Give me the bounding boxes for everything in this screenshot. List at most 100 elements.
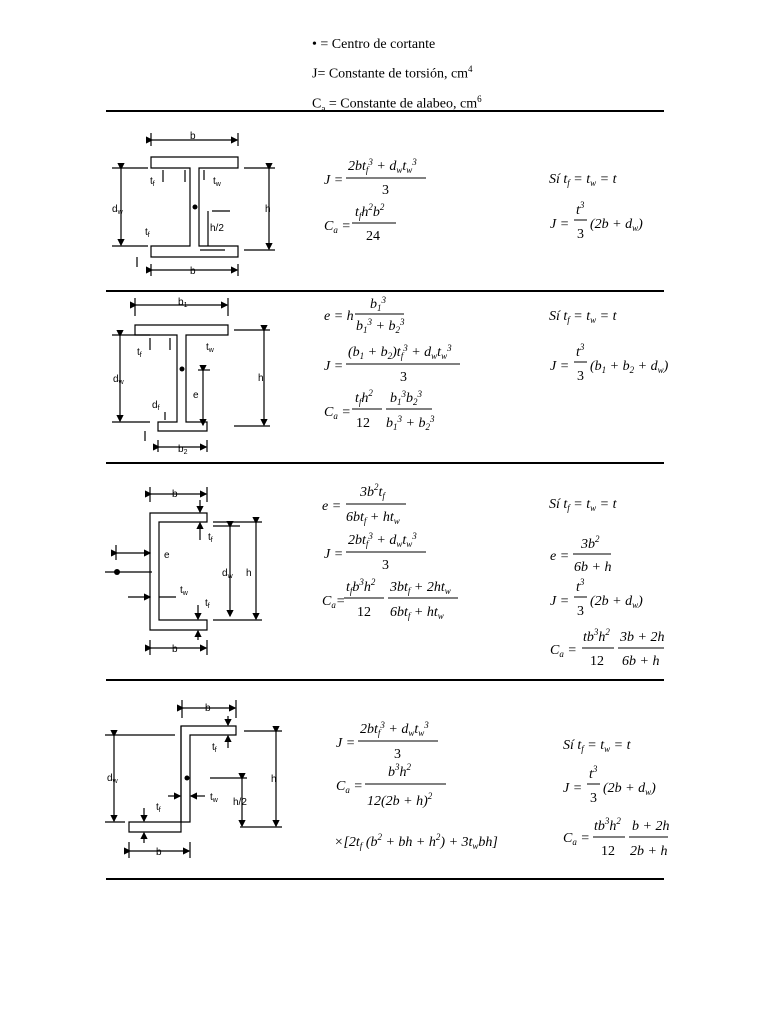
svg-text:6b + h: 6b + h [574,560,611,575]
channel-section-formulas: e = 3b2tf 6btf + htw J = 2btf3 + dwtw3 3… [322,482,664,669]
svg-text:tb3h2: tb3h2 [594,816,621,834]
svg-text:(b1 + b2)tf3 + dwtw3: (b1 + b2)tf3 + dwtw3 [348,343,452,361]
svg-text:3: 3 [400,370,407,385]
label-tw: tw [180,585,189,597]
label-df: df [152,400,160,412]
svg-text:t3: t3 [576,342,585,360]
svg-text:12: 12 [601,844,615,859]
svg-text:3: 3 [590,791,597,806]
svg-text:tfb3h2: tfb3h2 [346,577,376,596]
label-b-top: b [205,703,211,714]
channel-section-dim-labels: b b h dw e tf tf tw [164,489,252,655]
svg-text:Ca =: Ca = [324,219,351,235]
svg-text:Sí tf = tw = t: Sí tf = tw = t [563,738,632,754]
label-dw: dw [107,773,119,785]
svg-text:12: 12 [356,416,370,431]
svg-text:(2b + dw): (2b + dw) [603,781,656,797]
svg-text:Ca=: Ca= [322,594,345,610]
label-b-bottom: b [156,847,162,858]
svg-text:J =: J = [550,217,569,232]
svg-text:b13b23: b13b23 [390,389,423,407]
svg-text:J =: J = [336,736,355,751]
unequal-i-section-formulas: e = h b13 b13 + b23 J = (b1 + b2)tf3 + d… [324,295,669,432]
unequal-i-section-dim-labels: b1 b2 h dw tf tw e df [113,297,264,456]
z-section-formulas: J = 2btf3 + dwtw3 3 Ca = b3h2 12(2b + h)… [334,720,669,859]
svg-text:e =: e = [550,549,569,564]
shear-center-dot-icon: • [312,37,317,52]
table-rule-top [106,110,664,112]
svg-text:12: 12 [357,605,371,620]
svg-text:Ca =: Ca = [324,405,351,421]
svg-text:tb3h2: tb3h2 [583,627,610,645]
svg-text:b13: b13 [370,295,387,313]
svg-text:J =: J = [563,781,582,796]
label-e: e [164,550,170,561]
svg-text:6b + h: 6b + h [622,654,659,669]
label-tf-bottom: tf [156,802,161,814]
label-b1: b1 [178,297,188,309]
svg-text:2btf3 + dwtw3: 2btf3 + dwtw3 [360,720,429,738]
channel-section-diagram [105,487,262,655]
svg-text:(2b + dw): (2b + dw) [590,594,643,610]
legend-shear-center: • = Centro de cortante [312,37,436,52]
label-b-top: b [190,131,196,142]
label-tw: tw [210,792,219,804]
svg-text:Ca =: Ca = [563,831,590,847]
svg-text:Sí tf = tw = t: Sí tf = tw = t [549,497,618,513]
label-h-half: h/2 [210,223,224,234]
svg-text:J =: J = [324,173,343,188]
svg-text:Ca =: Ca = [336,779,363,795]
svg-text:b13 + b23: b13 + b23 [386,414,435,432]
label-b-bottom: b [172,644,178,655]
svg-text:6btf + htw: 6btf + htw [346,510,400,526]
svg-text:tfh2: tfh2 [355,388,373,407]
svg-text:3btf + 2htw: 3btf + 2htw [389,580,451,596]
svg-text:Ca =: Ca = [550,643,577,659]
legend-warping-constant: Ca = Constante de alabeo, cm6 [312,93,482,114]
legend-torsion-constant: J= Constante de torsión, cm4 [312,64,473,82]
i-section-diagram [112,133,275,276]
svg-text:3: 3 [577,604,584,619]
svg-text:3: 3 [382,558,389,573]
svg-text:3: 3 [577,369,584,384]
svg-text:J =: J = [550,594,569,609]
svg-text:12: 12 [590,654,604,669]
svg-text:3b2: 3b2 [580,534,600,552]
label-dw: dw [112,204,124,216]
svg-text:J =: J = [324,359,343,374]
label-tf-bottom: tf [145,227,150,239]
i-section-dim-labels: b b h dw tf tw h/2 tf [112,131,271,277]
svg-text:(b1 + b2 + dw): (b1 + b2 + dw) [590,359,669,375]
svg-text:3b + 2h: 3b + 2h [619,630,664,645]
label-h: h [265,204,271,215]
table-rule-2 [106,462,664,464]
i-section-formulas: J = 2btf3 + dwtw3 3 Ca = tfh2b2 24 Sí tf… [324,157,643,244]
svg-text:3: 3 [394,747,401,762]
label-tf-top: tf [212,742,217,754]
svg-text:e = h: e = h [324,309,354,324]
label-h: h [271,774,277,785]
label-tw: tw [206,342,215,354]
z-section-dim-labels: b b h h/2 dw tf tf tw [107,703,277,858]
svg-text:J =: J = [550,359,569,374]
svg-text:12(2b + h)2: 12(2b + h)2 [367,791,433,809]
label-tf-bottom: tf [205,598,210,610]
svg-text:b + 2h: b + 2h [632,819,669,834]
label-e: e [193,390,199,401]
table-rule-1 [106,290,664,292]
svg-text:Sí tf = tw = t: Sí tf = tw = t [549,309,618,325]
label-dw: dw [222,568,234,580]
unequal-i-section-diagram [112,298,270,452]
svg-text:t3: t3 [576,200,585,218]
svg-text:2b + h: 2b + h [630,844,667,859]
label-h: h [246,568,252,579]
legend: • = Centro de cortante J= Constante de t… [312,32,482,121]
svg-text:3b2tf: 3b2tf [359,482,386,501]
label-h: h [258,373,264,384]
label-b-top: b [172,489,178,500]
label-dw: dw [113,374,125,386]
svg-text:e =: e = [322,499,341,514]
svg-text:J =: J = [324,547,343,562]
svg-text:(2b + dw): (2b + dw) [590,217,643,233]
